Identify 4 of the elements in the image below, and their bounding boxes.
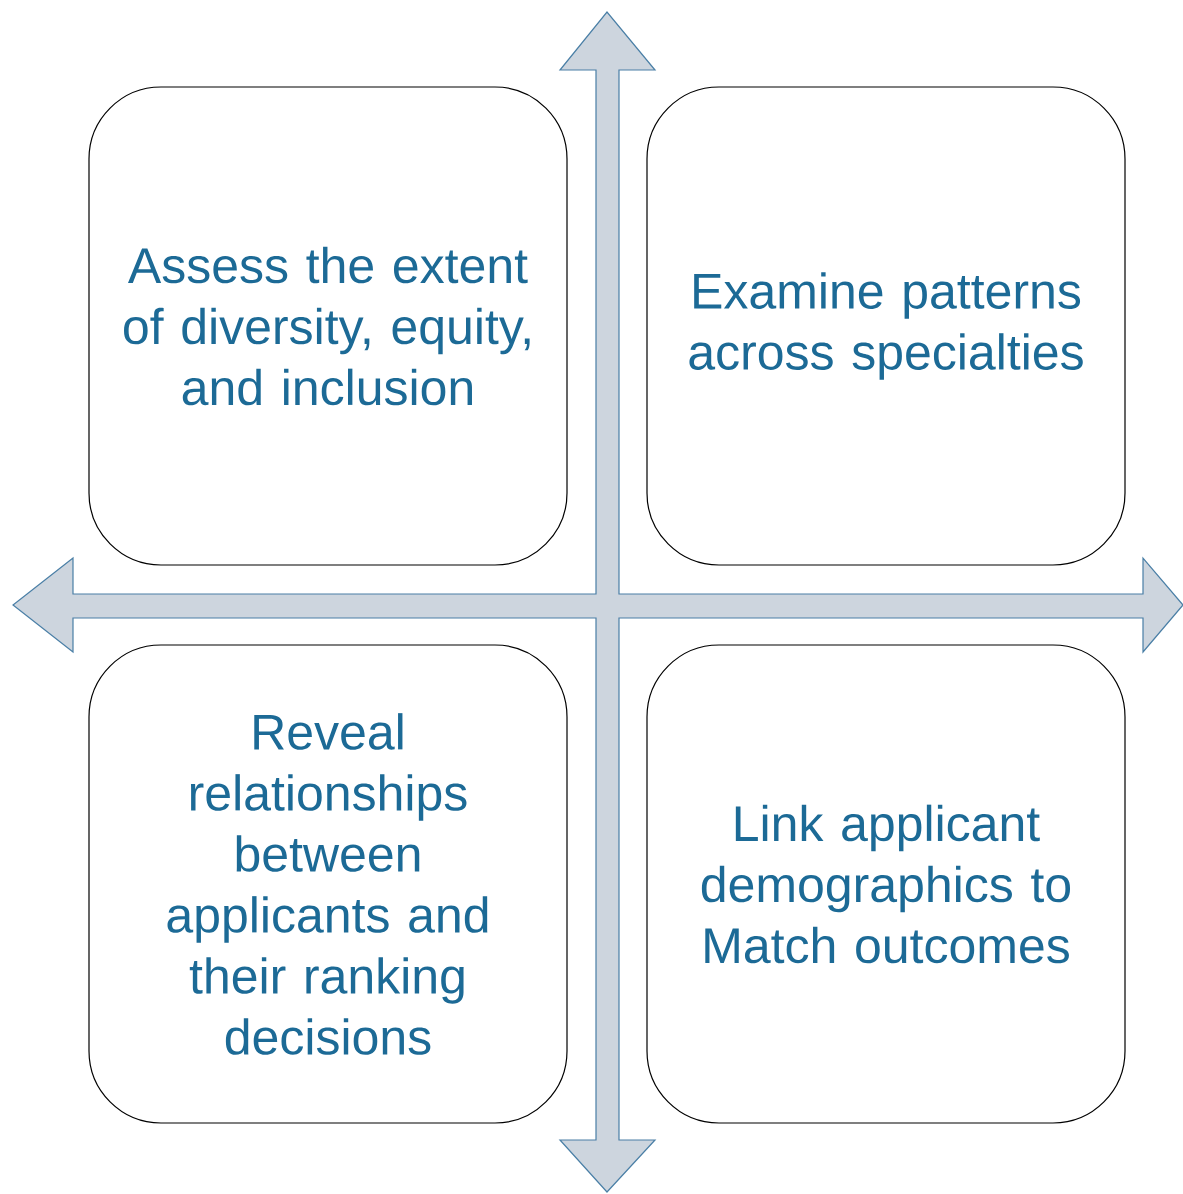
rounded-box: Link applicant demographics to Match outcomes (646, 644, 1126, 1124)
rounded-box: Reveal relationships between applicants and their ranking decisions (88, 644, 568, 1124)
rounded-box: Examine patterns across specialties (646, 86, 1126, 566)
rounded-box: Assess the extent of diversity, equity, and inclusion (88, 86, 568, 566)
